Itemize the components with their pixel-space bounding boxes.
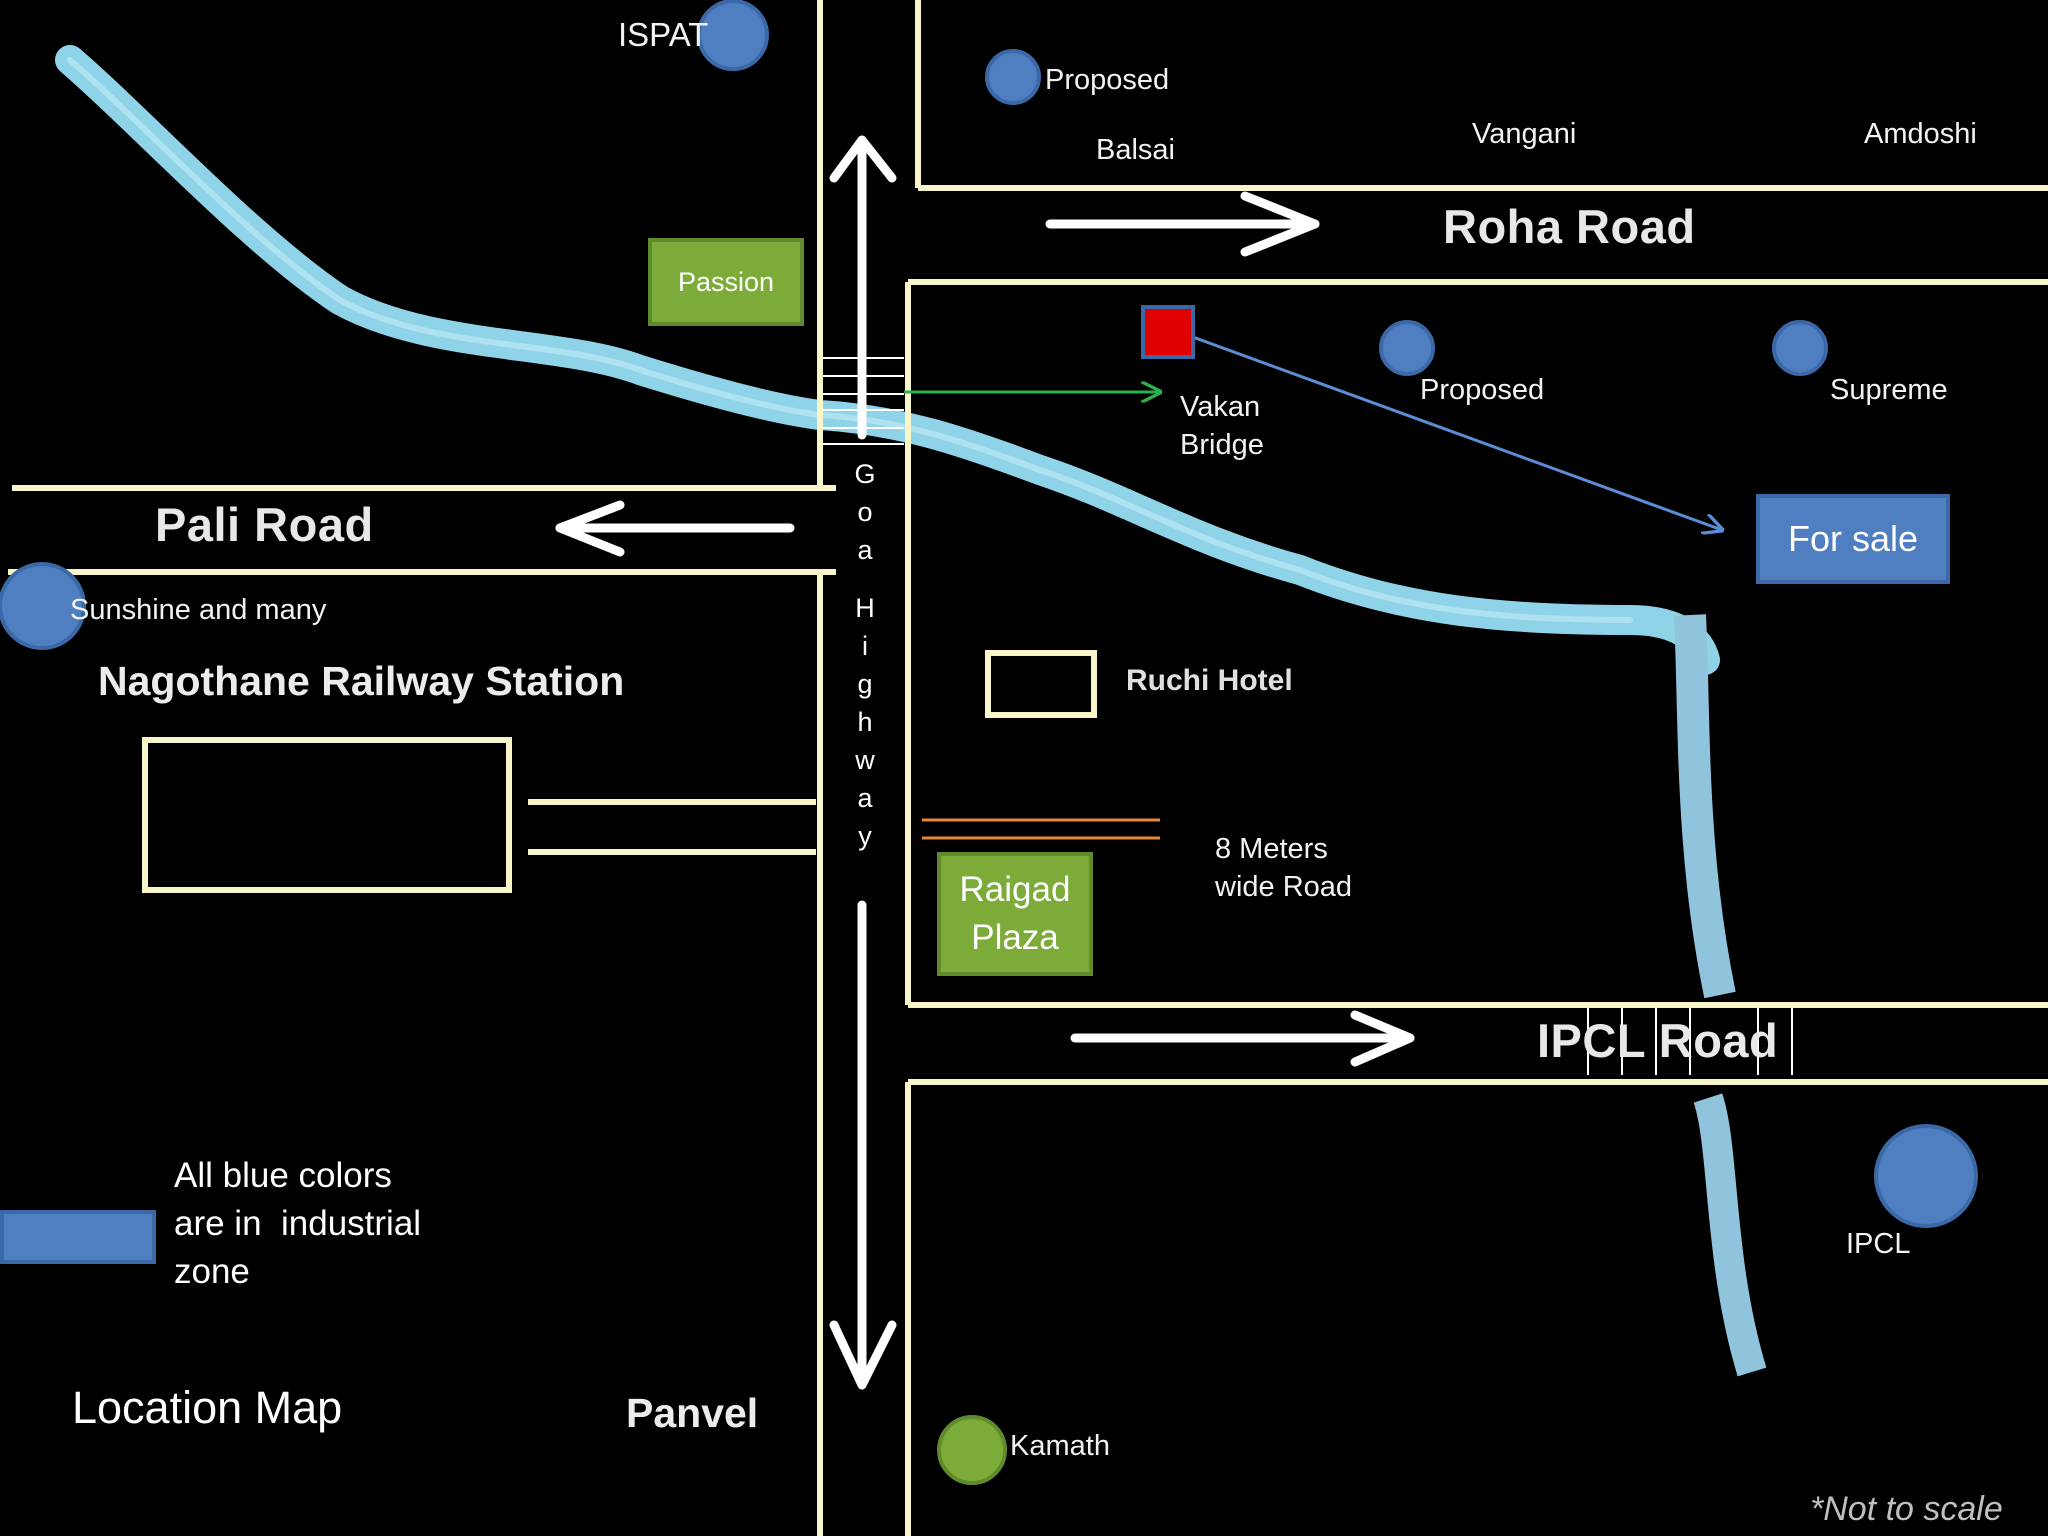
- map-title: Location Map: [72, 1382, 343, 1433]
- ispat-label: ISPAT: [618, 16, 709, 53]
- eight-meter-road: [922, 818, 1160, 840]
- amdoshi-label: Amdoshi: [1864, 118, 1977, 150]
- river-down: [1674, 614, 1736, 999]
- proposed-top-label: Proposed: [1045, 64, 1170, 96]
- road-width-line: 8 Meters: [1215, 833, 1328, 865]
- for-sale-box: For sale: [1756, 494, 1950, 584]
- road-outlines: [8, 0, 2048, 1536]
- ipcl-road-label: IPCL Road: [1537, 1014, 1779, 1067]
- kamath-marker: [937, 1415, 1007, 1485]
- site-marker: [1141, 305, 1195, 359]
- ispat-marker: [697, 0, 769, 71]
- highway-letter: a: [857, 535, 873, 565]
- kamath-label: Kamath: [1010, 1430, 1110, 1462]
- highway-letter: h: [857, 707, 873, 737]
- highway-letter: o: [857, 497, 873, 527]
- roha-road-label: Roha Road: [1443, 200, 1696, 253]
- pali-road-label: Pali Road: [155, 498, 374, 551]
- plaza-label: Plaza: [971, 918, 1059, 957]
- ruchi-hotel-building: [985, 650, 1097, 718]
- ipcl-marker: [1874, 1124, 1978, 1228]
- legend-swatch: [0, 1210, 156, 1264]
- legend-line: are in industrial: [174, 1204, 422, 1243]
- highway-letter: g: [857, 669, 873, 699]
- station-label: Nagothane Railway Station: [98, 658, 625, 704]
- legend-text: All blue colors are in industrial zone: [174, 1152, 421, 1296]
- highway-letter: y: [858, 821, 872, 851]
- supreme-label: Supreme: [1830, 374, 1948, 406]
- river-lower: [1693, 1093, 1767, 1377]
- balsai-label: Balsai: [1096, 134, 1175, 166]
- ruchi-hotel-label: Ruchi Hotel: [1126, 664, 1293, 697]
- ipcl-road-hatch: [1587, 1008, 1793, 1075]
- vakan-bridge-label: Vakan Bridge: [1180, 388, 1264, 464]
- legend-line: All blue colors: [174, 1156, 392, 1195]
- direction-arrows: [555, 135, 1415, 1390]
- goa-highway-label: G o a H i g h w a y: [850, 455, 880, 855]
- station-building: [142, 737, 512, 893]
- highway-letter: G: [854, 459, 876, 489]
- raigad-plaza-box: Raigad Plaza: [937, 852, 1093, 976]
- highway-letter: [850, 569, 880, 589]
- highway-letter: i: [862, 631, 868, 661]
- road-width-line: wide Road: [1215, 871, 1353, 903]
- highway-letter: H: [855, 593, 875, 623]
- passion-box: Passion: [648, 238, 804, 326]
- not-to-scale-note: *Not to scale: [1810, 1490, 2003, 1528]
- panvel-label: Panvel: [626, 1390, 759, 1436]
- sunshine-label: Sunshine and many: [70, 594, 327, 626]
- legend-line: zone: [174, 1252, 250, 1291]
- supreme-marker: [1772, 320, 1828, 376]
- passion-label: Passion: [677, 266, 775, 297]
- sunshine-marker: [0, 562, 86, 650]
- proposed-mid-marker: [1379, 320, 1435, 376]
- vangani-label: Vangani: [1472, 118, 1577, 150]
- for-sale-label: For sale: [1787, 518, 1919, 559]
- bridge-label-line: Bridge: [1180, 429, 1264, 461]
- raigad-label: Raigad: [959, 870, 1071, 909]
- proposed-top-marker: [985, 49, 1041, 105]
- ipcl-label: IPCL: [1846, 1228, 1911, 1260]
- highway-letter: a: [857, 783, 873, 813]
- site-to-for-sale-pointer: [1189, 334, 1722, 530]
- vakan-label-line: Vakan: [1180, 391, 1261, 423]
- industrial-markers: [0, 0, 1978, 1228]
- road-width-label: 8 Meters wide Road: [1215, 830, 1352, 906]
- proposed-mid-label: Proposed: [1420, 374, 1545, 406]
- highway-letter: w: [855, 745, 875, 775]
